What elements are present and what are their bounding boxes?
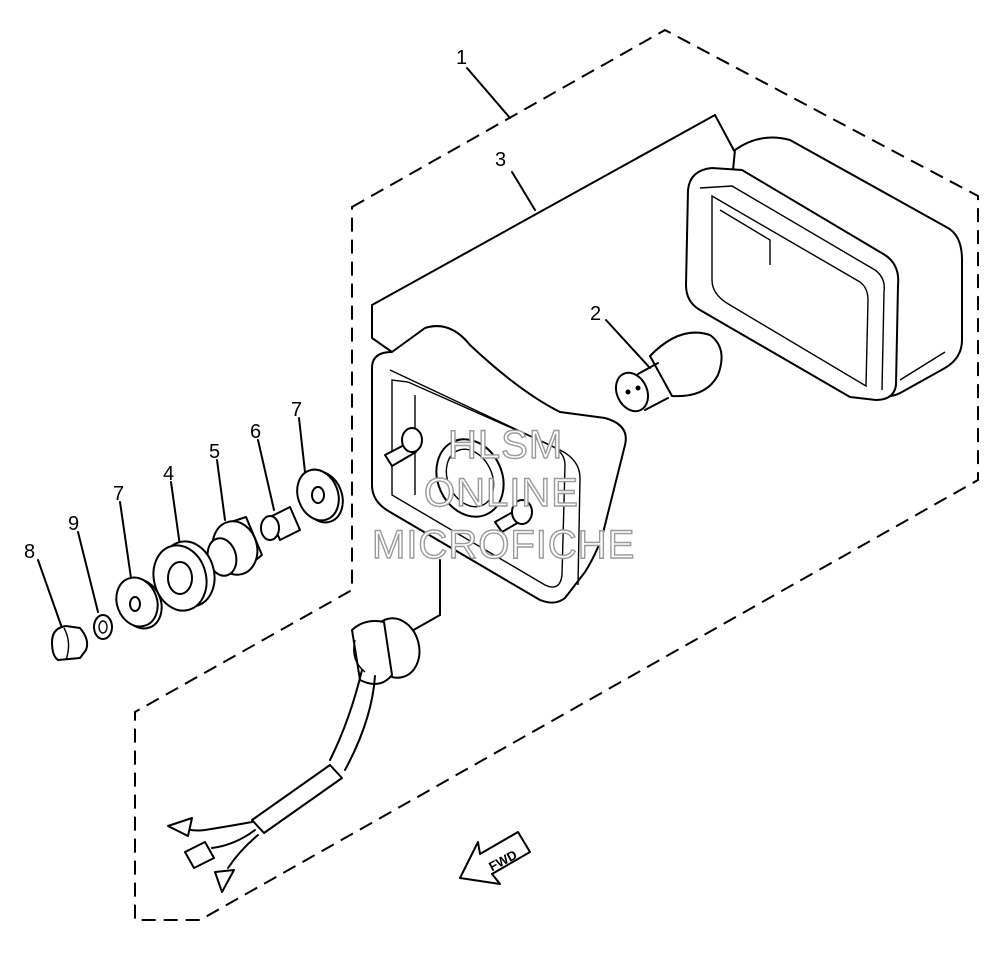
socket-harness	[167, 617, 421, 893]
washer-7-right	[296, 468, 344, 524]
tail-light-housing	[371, 325, 627, 604]
callout-1: 1	[456, 47, 467, 69]
bulb	[614, 331, 723, 413]
callout-7-left: 7	[113, 483, 124, 505]
grommet-4	[152, 540, 216, 612]
tail-light-lens	[685, 136, 963, 401]
callout-4: 4	[163, 463, 174, 485]
lock-washer-9	[93, 614, 113, 640]
acorn-nut-8	[51, 625, 89, 661]
grommet-5	[206, 516, 263, 577]
callout-5: 5	[209, 441, 220, 463]
callout-7-right: 7	[291, 399, 302, 421]
callout-6: 6	[250, 421, 261, 443]
washer-7-left	[115, 576, 163, 630]
callout-numbers: 1 2 3 4 5 6 7 7 8 9	[24, 47, 601, 563]
watermark-line-3: MICROFICHE	[372, 523, 635, 567]
callout-8: 8	[24, 541, 35, 563]
callout-9: 9	[68, 513, 79, 535]
watermark: HLSM ONLINE MICROFICHE	[371, 422, 635, 567]
collar-6	[260, 506, 301, 541]
fwd-arrow: FWD	[459, 831, 531, 885]
callout-lines	[37, 67, 739, 633]
callout-2: 2	[590, 303, 601, 325]
watermark-line-1: HLSM	[448, 423, 563, 467]
watermark-line-2: ONLINE	[424, 471, 579, 515]
callout-3: 3	[495, 149, 506, 171]
